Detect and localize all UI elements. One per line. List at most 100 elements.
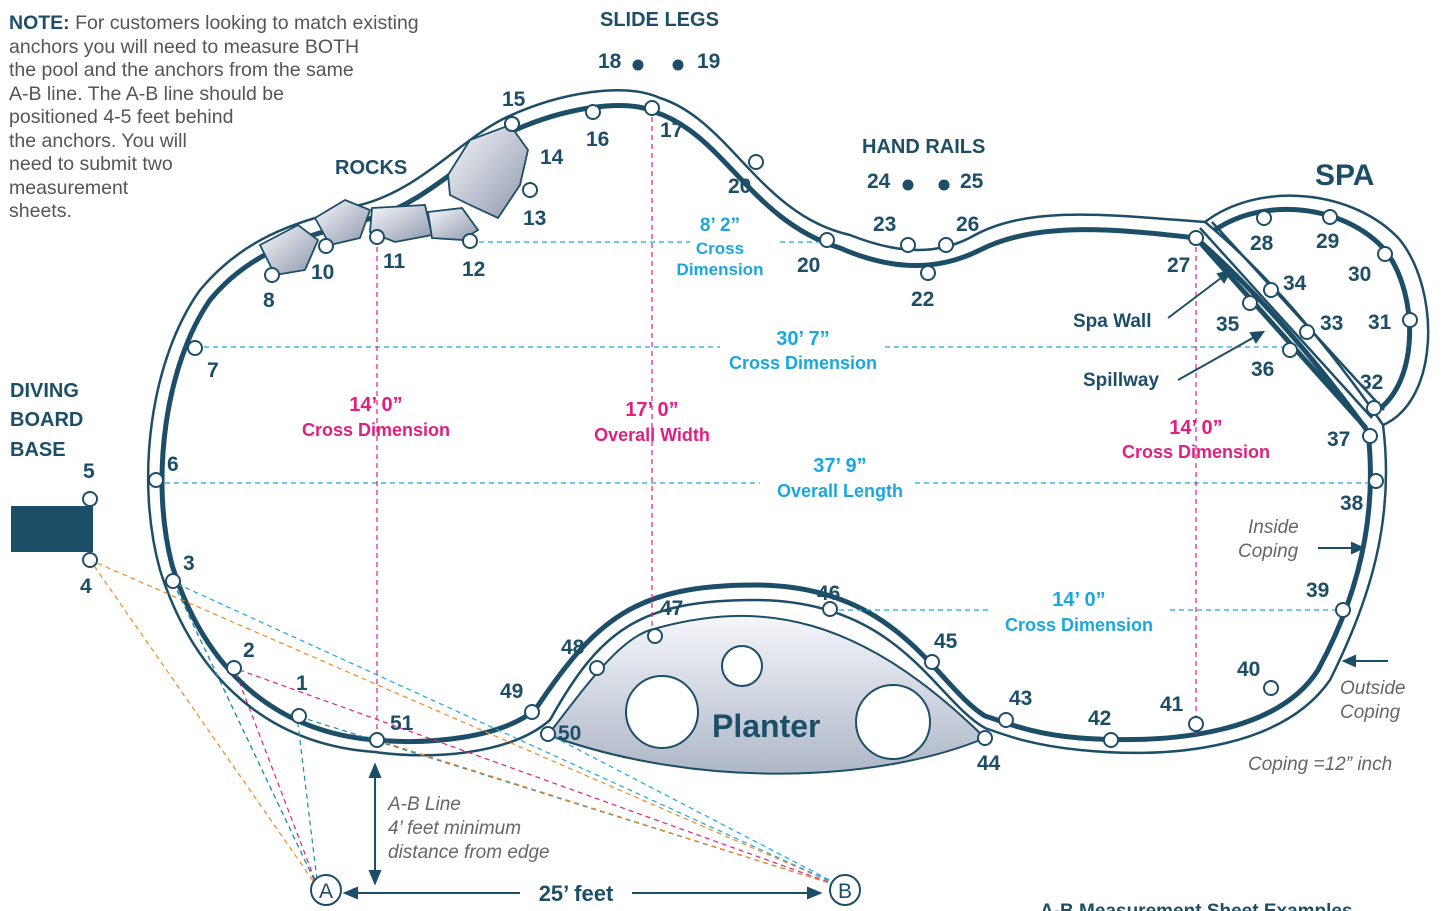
point-label-47: 47: [660, 597, 683, 620]
point-label-3: 3: [183, 552, 195, 575]
point-4: [82, 552, 98, 568]
diving-board-l2: BOARD: [10, 409, 83, 431]
planter-label: Planter: [712, 708, 820, 744]
dim-30-7-label: Cross Dimension: [729, 353, 877, 373]
point-label-42: 42: [1088, 707, 1111, 730]
point-label-20: 20: [797, 254, 820, 277]
note-line-4: A-B line. The A-B line should be: [9, 82, 284, 105]
point-45: [924, 654, 940, 670]
callout-arrows: [1167, 269, 1388, 668]
point-label-4: 4: [80, 575, 92, 598]
note-line-6: the anchors. You will: [9, 129, 187, 152]
point-label-46: 46: [817, 582, 840, 605]
point-33: [1299, 324, 1315, 340]
point-label-17: 17: [660, 119, 683, 142]
inside-coping-l2: Coping: [1238, 541, 1299, 562]
point-label-38: 38: [1340, 492, 1364, 515]
rocks-label: ROCKS: [335, 157, 407, 179]
ab-labels: 25’ feet A B: [319, 880, 852, 906]
point-label-20: 20: [728, 175, 751, 198]
diving-board-l3: BASE: [10, 439, 66, 461]
point-label-26: 26: [956, 213, 979, 236]
point-31: [1402, 312, 1418, 328]
spillway-label: Spillway: [1083, 370, 1159, 391]
coping-note: Coping =12” inch: [1248, 754, 1392, 775]
point-37: [1362, 428, 1378, 444]
dim-14-left-label: Cross Dimension: [302, 420, 450, 440]
point-17: [644, 100, 660, 116]
rocks: [258, 123, 529, 276]
note-line-8: measurement: [9, 176, 129, 199]
point-label-23: 23: [873, 213, 896, 236]
note-line-7: need to submit two: [9, 153, 173, 175]
point-label-29: 29: [1316, 230, 1339, 253]
italic-labels: Inside Coping Outside Coping Coping =12”…: [387, 517, 1405, 863]
point-28: [1256, 210, 1272, 226]
point-label-43: 43: [1009, 687, 1032, 710]
ab-distance: 25’ feet: [539, 881, 614, 906]
dim-14-bottom-label: Cross Dimension: [1005, 615, 1153, 635]
point-40: [1263, 680, 1279, 696]
note-line-5: positioned 4-5 feet behind: [9, 106, 234, 128]
point-label-25: 25: [960, 170, 984, 193]
slide-legs-label: SLIDE LEGS: [600, 9, 719, 31]
point-label-44: 44: [977, 752, 1001, 775]
dim-8-2-l2: Dimension: [677, 260, 764, 279]
point-label-11: 11: [383, 250, 406, 273]
note-line-9: sheets.: [9, 200, 72, 222]
point-5: [82, 491, 98, 507]
point-34: [1263, 282, 1279, 298]
ab-markers: [310, 874, 861, 906]
dim-14-bottom-value: 14’ 0”: [1052, 589, 1105, 611]
point-20: [819, 232, 835, 248]
point-label-37: 37: [1327, 428, 1350, 451]
point-51: [369, 732, 385, 748]
point-label-48: 48: [561, 636, 585, 659]
note-text: NOTE: For customers looking to match exi…: [9, 12, 529, 224]
ab-line-l1: A-B Line: [387, 794, 461, 815]
point-label-31: 31: [1368, 311, 1392, 334]
point-label-50: 50: [558, 722, 581, 745]
point-10: [318, 238, 334, 254]
point-6: [148, 472, 164, 488]
point-label-49: 49: [500, 680, 523, 703]
point-label-28: 28: [1250, 232, 1274, 255]
point-22: [920, 265, 936, 281]
outside-coping-l2: Coping: [1340, 702, 1401, 723]
dim-8-2-value: 8’ 2”: [700, 215, 740, 236]
spa-wall-label: Spa Wall: [1073, 311, 1151, 332]
planter: [546, 614, 987, 775]
dimension-labels: 8’ 2” Cross Dimension 30’ 7” Cross Dimen…: [302, 215, 1270, 635]
point-label-30: 30: [1348, 263, 1371, 286]
diving-board-l1: DIVING: [10, 380, 79, 402]
point-38: [1368, 473, 1384, 489]
point-11: [369, 229, 385, 245]
point-42: [1103, 732, 1119, 748]
point-13: [522, 182, 538, 198]
point-26: [938, 237, 954, 253]
spa-outline: [1194, 194, 1430, 430]
point-label-22: 22: [911, 288, 934, 311]
anchor-b-label: B: [838, 880, 852, 903]
point-16: [585, 104, 601, 120]
point-label-36: 36: [1251, 358, 1274, 381]
point-47: [647, 628, 663, 644]
dim-17-value: 17’ 0”: [625, 399, 678, 421]
point-15: [504, 116, 520, 132]
point-41: [1188, 716, 1204, 732]
point-label-27: 27: [1167, 254, 1190, 277]
note-lead: NOTE:: [9, 12, 70, 34]
point-43: [998, 712, 1014, 728]
point-label-14: 14: [540, 146, 564, 169]
point-46: [822, 601, 838, 617]
point-label-5: 5: [83, 460, 95, 483]
point-label-6: 6: [167, 453, 179, 476]
point-label-40: 40: [1237, 658, 1260, 681]
point-1: [291, 708, 307, 724]
point-label-15: 15: [502, 88, 526, 111]
point-label-35: 35: [1216, 313, 1240, 336]
anchor-b: [829, 874, 861, 906]
spa-label: SPA: [1315, 159, 1374, 192]
point-2: [226, 660, 242, 676]
